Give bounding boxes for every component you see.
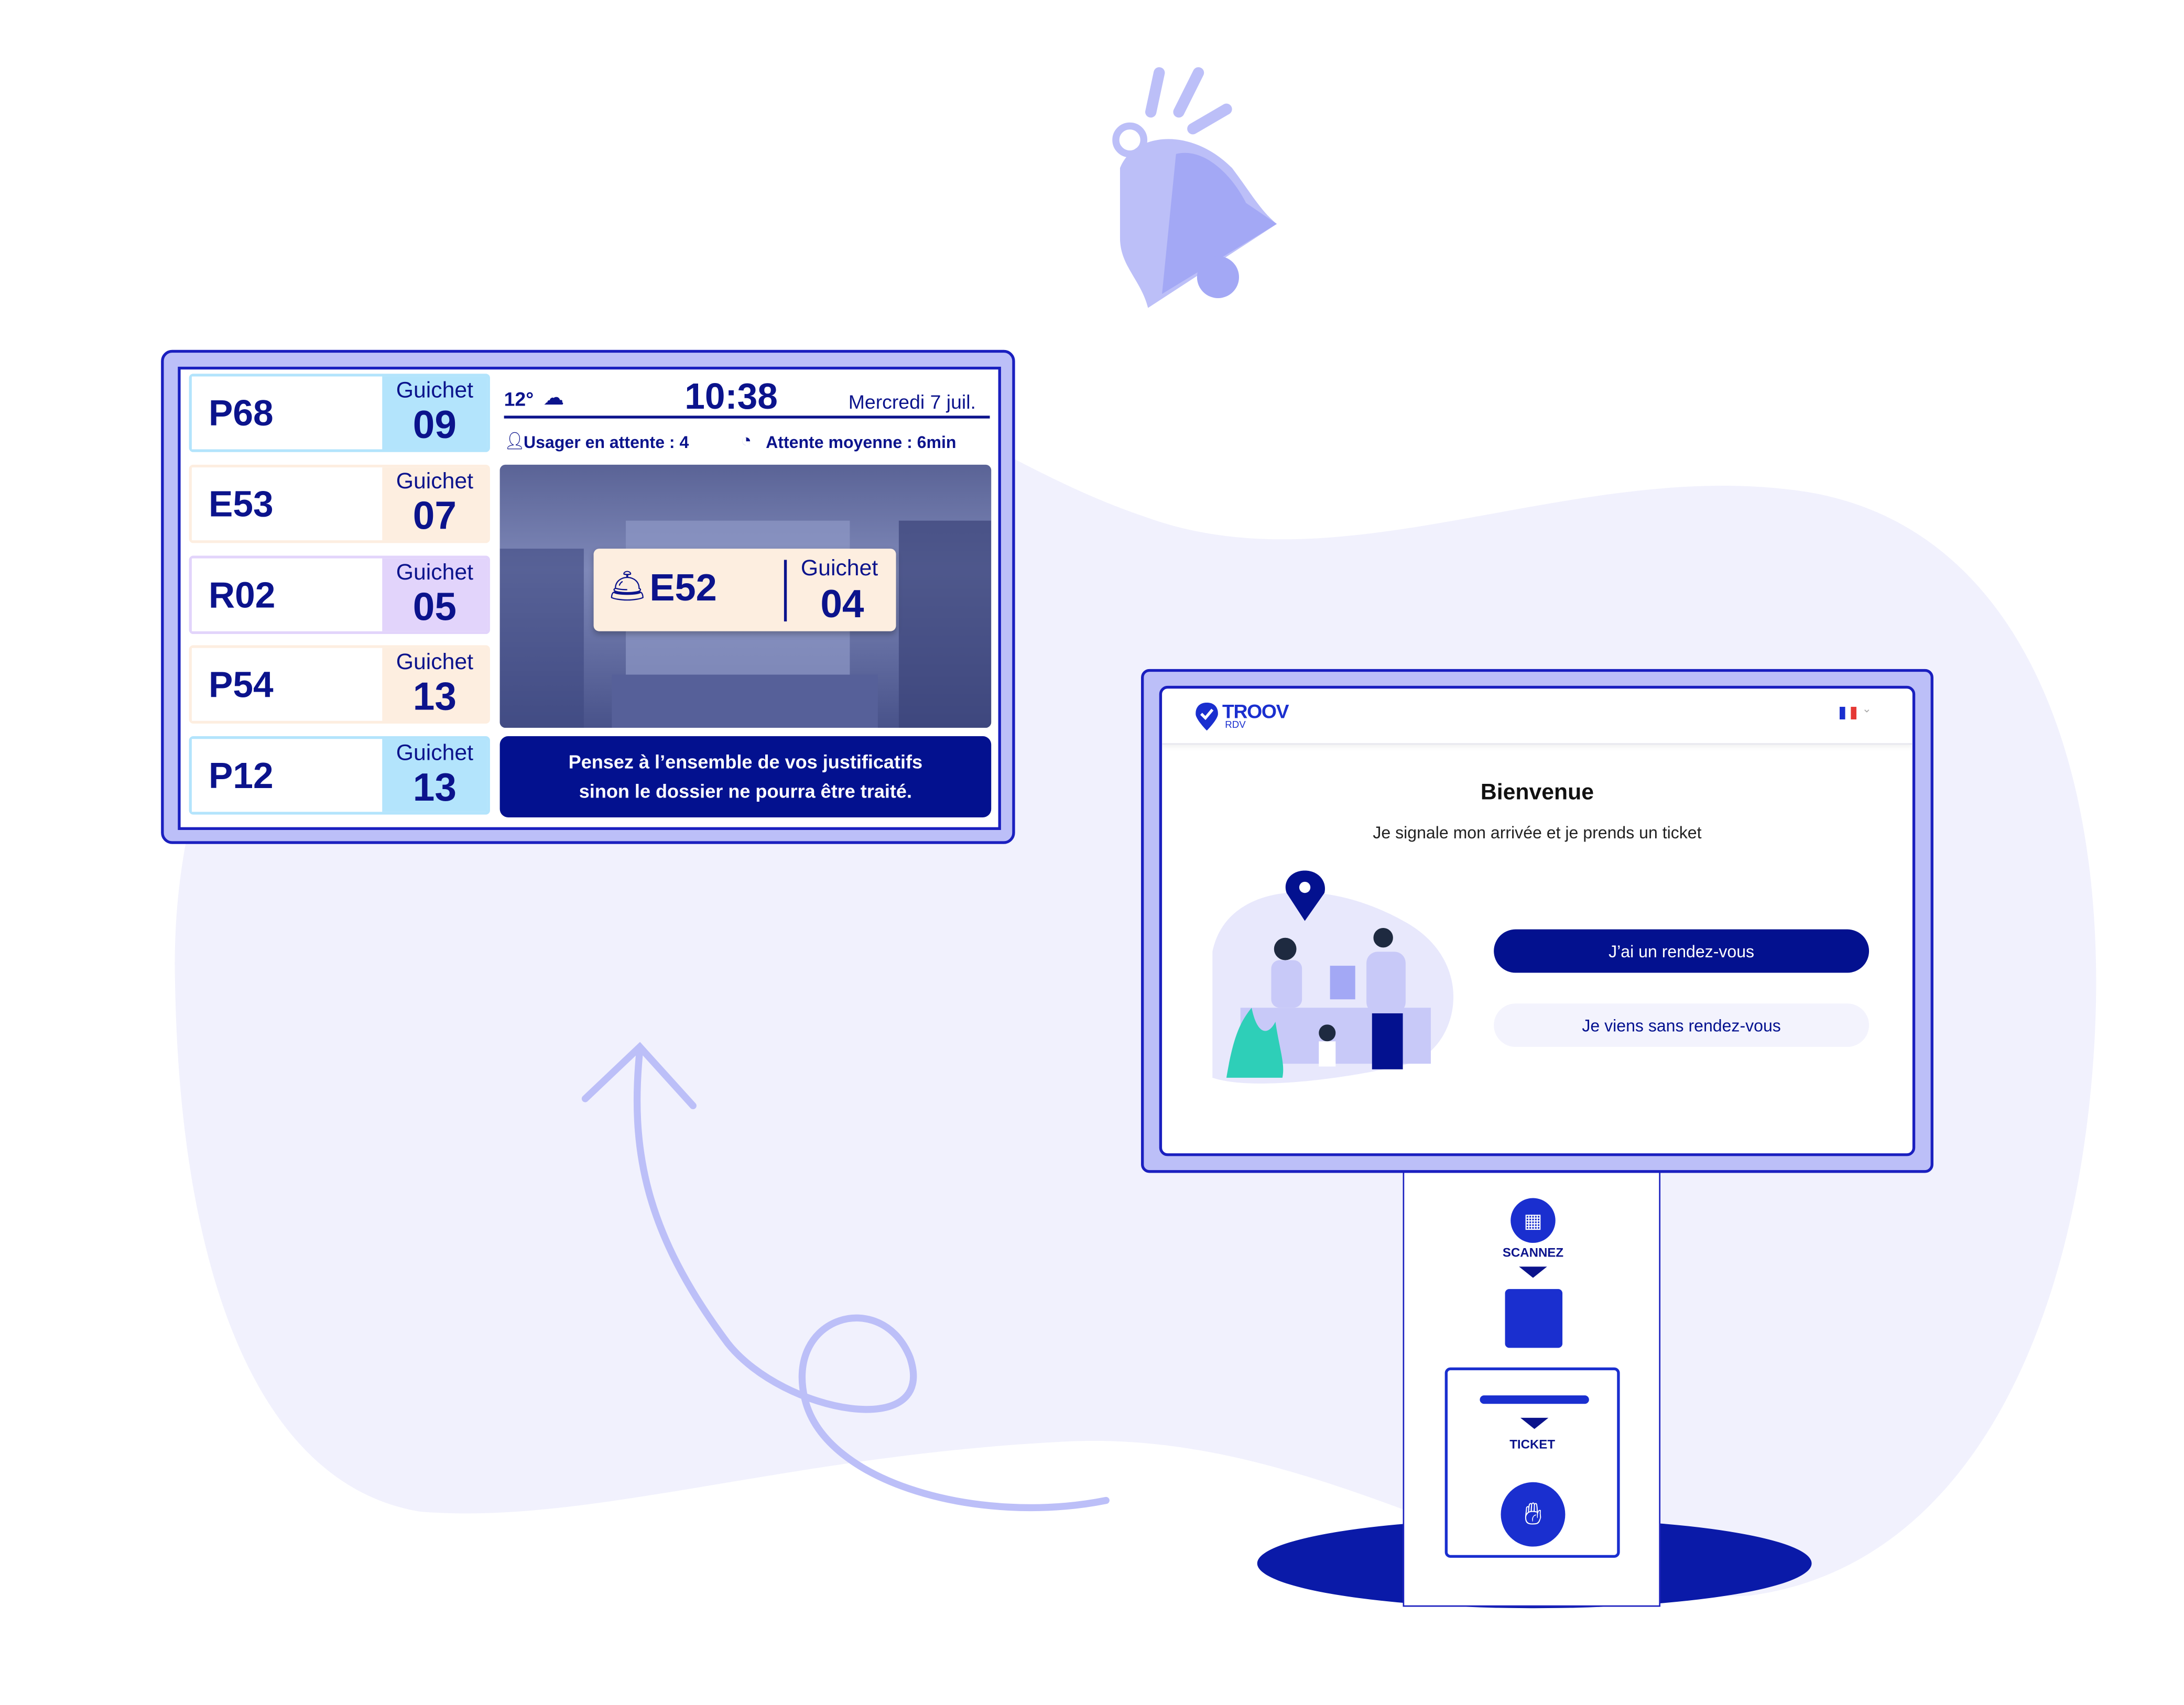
- temperature: 12°: [504, 387, 534, 410]
- date: Mercredi 7 juil.: [848, 390, 976, 413]
- counter-number: 09: [412, 403, 457, 447]
- welcome-title: Bienvenue: [1480, 781, 1594, 805]
- message-line: sinon le dossier ne pourra être traité.: [579, 781, 912, 802]
- language-selector[interactable]: [1839, 706, 1857, 719]
- ticket-number: P68: [191, 376, 383, 450]
- message-line: Pensez à l’ensemble de vos justificatifs: [568, 751, 923, 773]
- counter-number: 07: [412, 494, 457, 538]
- bell-icon: [1112, 67, 1277, 308]
- service-bell-icon: 🛎︎: [607, 568, 647, 604]
- kiosk-stand: ▦ SCANNEZ TICKET ✋︎: [1403, 1170, 1661, 1607]
- counter-label: Guichet: [396, 561, 474, 585]
- down-arrow-icon: [1520, 1417, 1549, 1429]
- weather-icon: ☁: [543, 386, 564, 410]
- callout-divider: [784, 560, 787, 622]
- reception-illustration: [1212, 870, 1454, 1084]
- waiting-users: Usager en attente : 4: [524, 432, 689, 452]
- logo-text: TROOV: [1222, 700, 1289, 723]
- ticket-slot-opening: [1480, 1395, 1589, 1404]
- welcome-subtitle: Je signale mon arrivée et je prends un t…: [1373, 823, 1702, 843]
- ticket-number: P54: [191, 648, 383, 721]
- current-ticket: E52: [649, 566, 717, 609]
- no-appointment-button[interactable]: Je viens sans rendez-vous: [1494, 1003, 1870, 1047]
- counter-number: 13: [412, 766, 457, 809]
- info-message: Pensez à l’ensemble de vos justificatifs…: [499, 736, 992, 817]
- logo-subtext: RDV: [1225, 720, 1246, 731]
- ticket-slot[interactable]: TICKET ✋︎: [1444, 1367, 1620, 1558]
- counter-label: Guichet: [396, 470, 474, 494]
- clock-time: 10:38: [684, 375, 778, 418]
- ticket-number: E53: [191, 467, 383, 541]
- counter-label: Guichet: [396, 741, 474, 766]
- current-counter: 04: [820, 582, 864, 626]
- scan-label: SCANNEZ: [1502, 1245, 1564, 1260]
- scanner-window[interactable]: [1505, 1289, 1563, 1348]
- current-counter-label: Guichet: [800, 557, 878, 581]
- counter-number: 05: [412, 585, 457, 629]
- kiosk-screen: TROOV RDV ⌄ Bienvenue Je signale mon arr…: [1159, 685, 1916, 1156]
- header-divider: [504, 416, 990, 419]
- curved-arrow-icon: [581, 1042, 1110, 1512]
- user-icon: 👤︎: [504, 431, 526, 451]
- ticket-label: TICKET: [1509, 1437, 1556, 1452]
- clock-icon: ◔: [741, 430, 752, 451]
- qr-scan-icon: ▦: [1511, 1198, 1556, 1243]
- chevron-down-icon[interactable]: ⌄: [1862, 702, 1872, 715]
- ticket-hand-icon: ✋︎: [1501, 1482, 1566, 1547]
- counter-number: 13: [412, 674, 457, 718]
- troov-logo-icon: [1196, 702, 1218, 731]
- down-arrow-icon: [1519, 1266, 1547, 1278]
- counter-label: Guichet: [396, 651, 474, 675]
- appointment-button[interactable]: J’ai un rendez-vous: [1494, 929, 1870, 973]
- current-call-card: 🛎︎ E52 Guichet 04: [593, 549, 896, 631]
- kiosk-header: TROOV RDV ⌄: [1162, 688, 1913, 745]
- average-wait: Attente moyenne : 6min: [766, 432, 957, 452]
- ticket-number: R02: [191, 558, 383, 631]
- ticket-number: P12: [191, 739, 383, 812]
- counter-label: Guichet: [396, 379, 474, 403]
